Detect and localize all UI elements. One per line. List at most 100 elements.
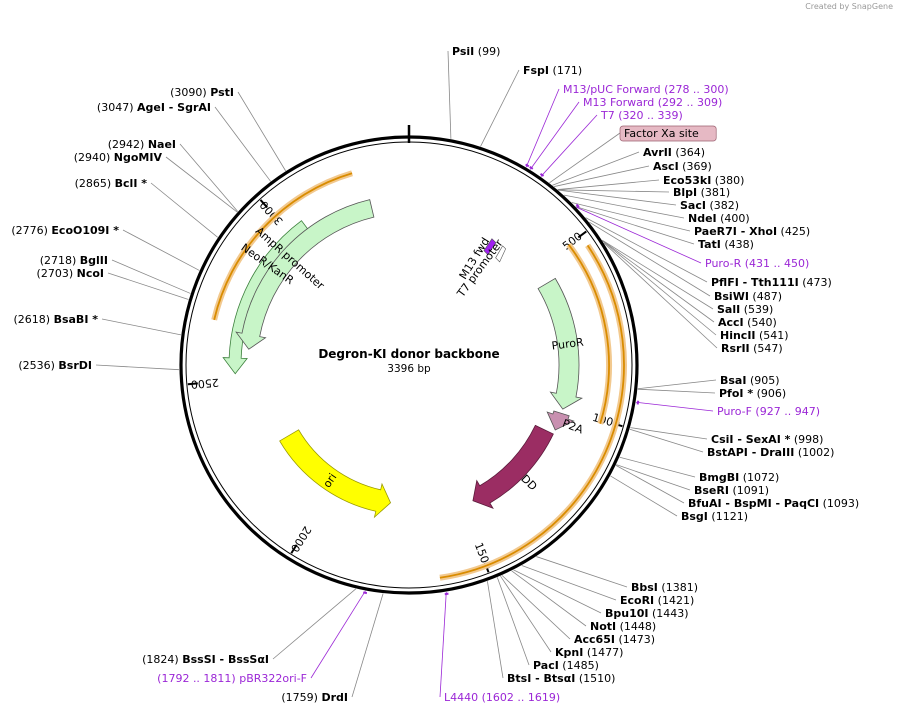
site-name: BglII — [80, 254, 108, 267]
site-name: BtsI - BtsαI — [507, 672, 575, 685]
site-position: (438) — [721, 238, 754, 251]
site-position: (364) — [672, 146, 705, 159]
site-position: (1792 .. 1811) — [157, 672, 239, 685]
site-label-t7: T7 (320 .. 339) — [600, 109, 683, 122]
site-position: (99) — [474, 45, 500, 58]
factor-xa-box — [619, 125, 717, 142]
site-name: BstAPI - DraIII — [707, 446, 794, 459]
site-leader — [637, 388, 716, 394]
site-position: (1381) — [658, 581, 698, 594]
site-name: NotI — [590, 620, 616, 633]
site-position: (382) — [706, 199, 739, 212]
site-name: L4440 — [444, 691, 478, 704]
site-name: CsiI - SexAI * — [711, 433, 791, 446]
site-leader-lines — [95, 50, 718, 698]
site-label-paer7i-xhoi: PaeR7I - XhoI (425) — [694, 225, 810, 238]
site-label-bsssi-bsss-i: (1824) BssSI - BssSαI — [142, 653, 269, 666]
dd-arrow — [472, 424, 554, 509]
site-name: PstI — [210, 86, 234, 99]
site-leader — [610, 475, 678, 517]
site-position: (1759) — [281, 691, 321, 704]
site-position: (292 .. 309) — [654, 96, 722, 109]
site-leader — [549, 132, 621, 184]
tick-label-2500: 2500 — [190, 376, 219, 391]
site-name: EcoRI — [620, 594, 654, 607]
site-name: PacI — [533, 659, 559, 672]
site-leader — [552, 151, 640, 186]
site-label-ndei: NdeI (400) — [688, 212, 750, 225]
site-label-ecoo109i: (2776) EcoO109I * — [11, 224, 119, 237]
site-leader — [616, 464, 691, 491]
site-name: BsaI — [720, 374, 746, 387]
p2a-arrow — [546, 410, 575, 431]
site-leader — [513, 569, 602, 614]
site-leader — [619, 456, 696, 478]
site-name: M13/pUC Forward — [563, 83, 661, 96]
site-name: BfuAI - BspMI - PaqCI — [688, 497, 819, 510]
site-position: (927 .. 947) — [752, 405, 820, 418]
site-position: (1121) — [708, 510, 748, 523]
site-position: (1072) — [739, 471, 779, 484]
site-position: (1473) — [615, 633, 655, 646]
site-name: BclI * — [115, 177, 148, 190]
site-label-rsrii: RsrII (547) — [721, 342, 783, 355]
primer-mark — [525, 163, 530, 168]
site-position: (381) — [697, 186, 730, 199]
site-position: (1091) — [729, 484, 769, 497]
site-leader — [165, 156, 238, 213]
site-leader — [536, 556, 628, 588]
site-position: (369) — [679, 160, 712, 173]
site-leader — [501, 575, 571, 640]
primer-mark — [575, 203, 580, 208]
site-position: (1448) — [616, 620, 656, 633]
site-label-hincii: HincII (541) — [720, 329, 789, 342]
site-leader — [122, 229, 200, 271]
site-position: (487) — [749, 290, 782, 303]
site-leader — [635, 401, 714, 412]
site-name: HincII — [720, 329, 756, 342]
site-position: (3090) — [170, 86, 210, 99]
site-position: (541) — [756, 329, 789, 342]
site-position: (998) — [790, 433, 823, 446]
site-position: (2776) — [11, 224, 51, 237]
site-position: (278 .. 300) — [661, 83, 729, 96]
site-name: SalI — [717, 303, 740, 316]
site-name: SacI — [680, 199, 706, 212]
site-label-asci: AscI (369) — [653, 160, 712, 173]
site-leader — [558, 189, 670, 193]
puror-label: PuroR — [551, 336, 585, 353]
site-position: (1510) — [575, 672, 615, 685]
puror-arrow — [537, 277, 583, 410]
site-position: (1602 .. 1619) — [478, 691, 560, 704]
tick-mark-2500 — [187, 382, 198, 386]
site-name: BlpI — [673, 186, 697, 199]
site-name: Puro-R — [705, 257, 742, 270]
site-position: (2718) — [40, 254, 80, 267]
site-position: (400) — [717, 212, 750, 225]
site-name: DrdI — [321, 691, 348, 704]
ampr-promoter-arrow — [235, 199, 375, 350]
site-name: TatI — [698, 238, 721, 251]
map-length: 3396 bp — [387, 363, 431, 375]
site-name: BsiWI — [714, 290, 749, 303]
m13-fwd-marker — [483, 238, 497, 256]
site-leader — [554, 165, 650, 187]
site-position: (2940) — [74, 151, 114, 164]
site-label-ncoi: (2703) NcoI — [37, 267, 104, 280]
site-leader — [496, 577, 530, 666]
site-leader — [179, 143, 239, 212]
site-leader — [101, 318, 182, 336]
site-label-naei: (2942) NaeI — [108, 138, 176, 151]
site-leader — [571, 202, 691, 232]
site-label-kpni: KpnI (1477) — [555, 646, 623, 659]
site-label-l4440: L4440 (1602 .. 1619) — [444, 691, 560, 704]
site-label-bbsi: BbsI (1381) — [631, 581, 698, 594]
site-name: KpnI — [555, 646, 583, 659]
site-label-ecori: EcoRI (1421) — [620, 594, 694, 607]
site-label-factor-xa-site: Factor Xa site — [624, 127, 699, 140]
site-leader — [558, 189, 677, 206]
ori-arrow — [279, 429, 392, 519]
site-position: (2536) — [18, 359, 58, 372]
